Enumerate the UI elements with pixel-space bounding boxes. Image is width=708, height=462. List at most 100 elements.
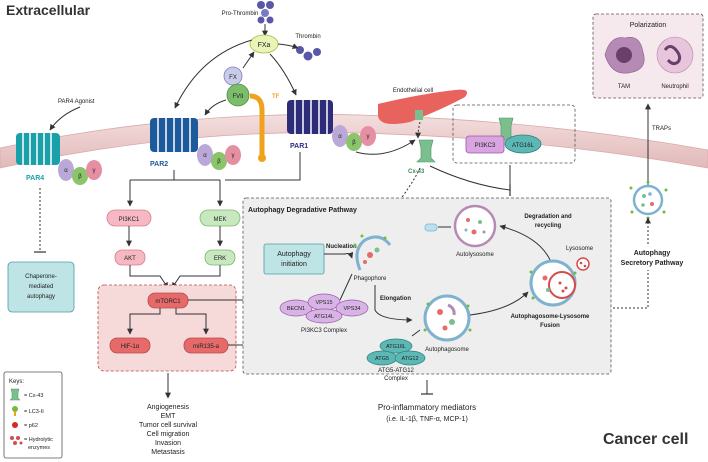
arrow-akt-mtorc1 bbox=[129, 265, 169, 289]
par1-receptor bbox=[287, 100, 333, 134]
arrow-fxa-par1 bbox=[269, 53, 297, 96]
chaperone-line3: autophagy bbox=[27, 294, 55, 300]
lysosome-label: Lysosome bbox=[566, 246, 594, 252]
chaperone-box bbox=[7, 261, 75, 313]
outcome-item: EMT bbox=[161, 413, 177, 420]
par2-g-protein: α β γ bbox=[197, 144, 241, 170]
autophagosome-label: Autophagosome bbox=[425, 347, 469, 353]
phagophore-icon bbox=[353, 234, 392, 271]
phagophore-label: Phagophore bbox=[354, 276, 387, 282]
svg-text:β: β bbox=[352, 140, 356, 146]
akt-label: AKT bbox=[124, 256, 136, 262]
svg-text:β: β bbox=[78, 174, 82, 180]
pi3kc3-complex bbox=[279, 293, 369, 324]
atg16l-node bbox=[504, 134, 542, 154]
arrow-par1-cx43 bbox=[355, 139, 416, 155]
endothelial-label: Endothelial cell bbox=[393, 88, 433, 94]
recycled-vesicle-icon bbox=[424, 223, 451, 232]
key-lc3-label: = LC3-II bbox=[24, 409, 44, 415]
arrow-endothelial-cx43 bbox=[415, 121, 422, 139]
outcome-item: Invasion bbox=[155, 440, 181, 447]
atg-to-autophagosome-line bbox=[411, 329, 421, 337]
atg16l-label: ATG16L bbox=[512, 143, 535, 149]
tf-label: TF bbox=[272, 94, 280, 100]
arrow-autophagosome-fusion bbox=[469, 291, 529, 316]
par1-to-mek-line bbox=[225, 152, 301, 181]
vps34-label: VPS34 bbox=[343, 306, 360, 312]
svg-text:α: α bbox=[64, 168, 68, 174]
cx43-endothelial-icon bbox=[415, 110, 423, 120]
lysosome-icon bbox=[576, 257, 590, 271]
atg-complex-atg5: ATG5 bbox=[375, 356, 389, 362]
mtorc1-label: mTORC1 bbox=[155, 299, 181, 305]
cx43-inhibit-line bbox=[429, 165, 511, 191]
par4-agonist-label: PAR4 Agonist bbox=[58, 99, 95, 105]
arrow-fvii-par2 bbox=[204, 99, 227, 116]
thrombin-icon bbox=[296, 46, 321, 61]
keys-title: Keys: bbox=[9, 379, 24, 385]
tam-label: TAM bbox=[618, 84, 630, 90]
secretory-vesicle-icon bbox=[629, 180, 668, 220]
key-enzymes-label: = Hydrolytic bbox=[24, 437, 53, 443]
outcome-item: Cell migration bbox=[147, 431, 190, 438]
polarization-title: Polarization bbox=[630, 22, 667, 29]
autophagy-title: Autophagy Degradative Pathway bbox=[248, 207, 357, 214]
nucleation-label: Nucleation bbox=[326, 244, 357, 250]
key-lc3-icon bbox=[12, 406, 18, 416]
atg14l-label: ATG14L bbox=[314, 314, 334, 320]
outcome-item: Tumor cell survival bbox=[139, 422, 198, 429]
pi3kc3-label: PI3KC3 bbox=[475, 143, 496, 149]
key-p62-icon bbox=[12, 422, 18, 428]
arrow-phagophore-autophagosome bbox=[374, 285, 413, 323]
pi3kc3-complex-label: PI3KC3 Complex bbox=[301, 328, 347, 334]
polarization-box bbox=[592, 13, 704, 99]
key-p62-label: = p62 bbox=[24, 423, 38, 429]
outcome-item: Metastasis bbox=[151, 449, 185, 456]
initiation-line2: initiation bbox=[281, 261, 307, 268]
elongation-label: Elongation bbox=[380, 296, 411, 302]
pro-thrombin-label: Pro-Thrombin bbox=[222, 11, 259, 17]
endothelial-cell-shape bbox=[378, 89, 468, 124]
key-cx43-icon bbox=[9, 388, 21, 401]
key-enzymes-icon bbox=[10, 436, 23, 445]
outcomes-list: Angiogenesis EMT Tumor cell survival Cel… bbox=[139, 404, 198, 456]
neutrophil-label: Neutrophil bbox=[661, 84, 688, 90]
complex-to-phagophore-line bbox=[339, 273, 353, 301]
par4-receptor bbox=[16, 133, 60, 165]
arrow-mtorc1-mir bbox=[175, 308, 209, 335]
tf-anchor bbox=[258, 154, 266, 162]
degradation-line2: recycling bbox=[535, 223, 562, 229]
atg-complex-atg16l: ATG16L bbox=[386, 344, 406, 350]
par2-label: PAR2 bbox=[150, 161, 168, 168]
thrombin-label: Thrombin bbox=[295, 34, 320, 40]
svg-text:α: α bbox=[203, 153, 207, 159]
atg-complex-atg12: ATG12 bbox=[401, 356, 418, 362]
autophagy-initiation-box bbox=[263, 243, 325, 275]
autophagosome-icon bbox=[423, 294, 472, 342]
pro-thrombin-icon bbox=[257, 1, 274, 24]
cancer-cell-label: Cancer cell bbox=[603, 431, 688, 448]
par1-label: PAR1 bbox=[290, 143, 308, 150]
atg-complex-label-2: Complex bbox=[384, 376, 408, 382]
chaperone-line2: mediated bbox=[29, 284, 54, 290]
traps-label: TRAPs bbox=[652, 126, 671, 132]
fusion-line1: Autophagosome-Lysosome bbox=[511, 314, 590, 320]
degradation-line1: Degradation and bbox=[524, 214, 572, 220]
fvii-node bbox=[226, 83, 250, 107]
svg-text:α: α bbox=[338, 134, 342, 140]
arrow-initiation-phagophore bbox=[324, 251, 354, 259]
fxa-label: FXa bbox=[258, 42, 271, 49]
fusion-icon bbox=[529, 259, 577, 307]
fvii-label: FVII bbox=[232, 94, 243, 100]
arrow-agonist-par4 bbox=[49, 106, 81, 131]
outcome-item: Angiogenesis bbox=[147, 404, 190, 411]
autolysosome-label: Autolysosome bbox=[456, 252, 494, 258]
tam-cell-icon bbox=[604, 37, 645, 74]
fusion-line2: Fusion bbox=[540, 323, 560, 329]
svg-text:β: β bbox=[217, 159, 221, 165]
key-cx43-label: = Cx-43 bbox=[24, 393, 43, 399]
cx43-complex-box bbox=[452, 104, 576, 164]
par4-label: PAR4 bbox=[26, 175, 44, 182]
key-enzymes-label-2: enzymes bbox=[28, 445, 50, 451]
par4-g-protein: α β γ bbox=[58, 159, 102, 185]
